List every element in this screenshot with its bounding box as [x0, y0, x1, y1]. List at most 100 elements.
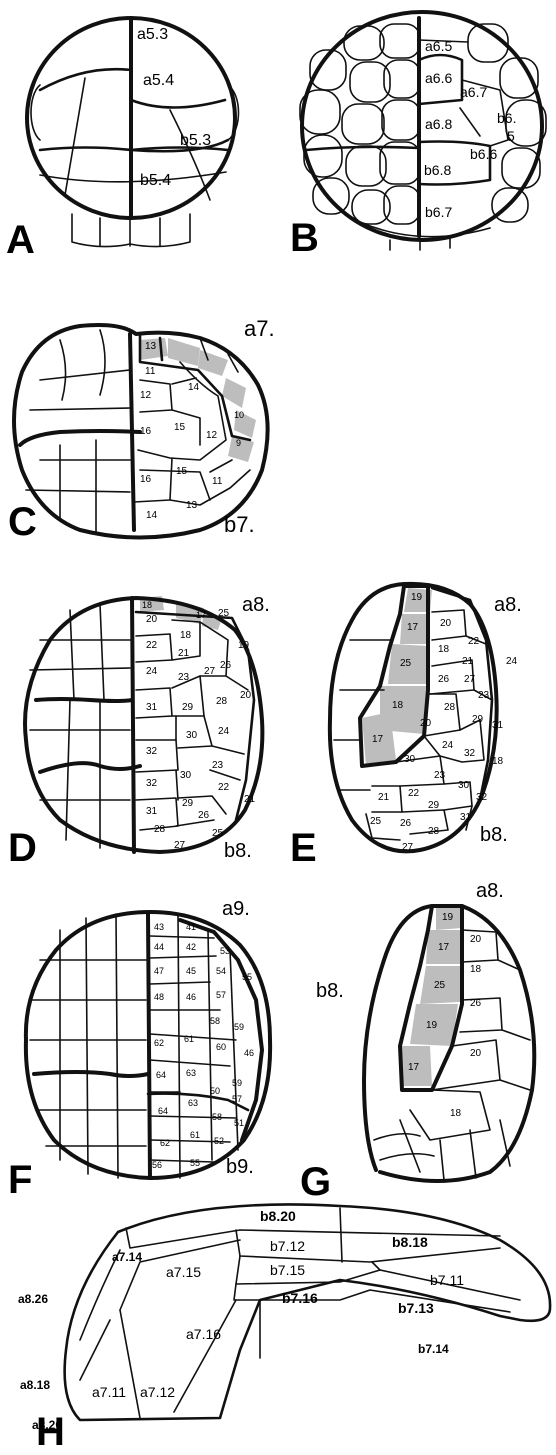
cell-label: 27: [464, 674, 475, 685]
cell-label: a7.16: [186, 1326, 221, 1342]
prefix-label: b8.: [480, 824, 508, 847]
cell-label: 32: [146, 746, 157, 757]
cell-label: 25: [400, 658, 411, 669]
cell-label: 30: [458, 780, 469, 791]
cell-label: 12: [206, 430, 217, 441]
cell-label: b6.6: [470, 146, 497, 162]
cell-label: 19: [442, 912, 453, 923]
cell-label: 29: [472, 714, 483, 725]
cell-label: 17: [407, 622, 418, 633]
cell-label: a7.12: [140, 1384, 175, 1400]
cell-label: 20: [440, 618, 451, 629]
cell-label: 58: [212, 1112, 222, 1122]
cell-label: 17: [372, 734, 383, 745]
cell-label: a7.11: [92, 1384, 126, 1400]
panel-letter: G: [300, 1160, 331, 1205]
cell-label: 22: [218, 782, 229, 793]
cell-label: 51: [234, 1118, 244, 1128]
cell-label: 26: [470, 998, 481, 1009]
cell-label: 47: [154, 966, 164, 976]
cell-label: 31: [146, 806, 157, 817]
cell-label: 61: [190, 1130, 200, 1140]
cell-label: b5.3: [180, 132, 211, 150]
cell-label: 27: [204, 666, 215, 677]
cell-label: 64: [156, 1070, 166, 1080]
cell-label: b7.11: [430, 1272, 464, 1288]
prefix-label: a7.: [244, 316, 275, 342]
cell-label: 60: [216, 1042, 226, 1052]
cell-label: 50: [210, 1086, 220, 1096]
cell-label: 26: [220, 660, 231, 671]
cell-label: 62: [154, 1038, 164, 1048]
cell-label: 48: [154, 992, 164, 1002]
panel-f-embryo: [26, 912, 270, 1178]
cell-label: 63: [186, 1068, 196, 1078]
cell-label: a6.5: [425, 38, 452, 54]
cell-label: 59: [232, 1078, 242, 1088]
cell-label: 32: [464, 748, 475, 759]
cell-label: b6.8: [424, 162, 451, 178]
panel-letter: H: [36, 1410, 65, 1455]
cell-label: 28: [444, 702, 455, 713]
cell-label: 61: [184, 1034, 194, 1044]
cell-label: 25: [370, 816, 381, 827]
cell-label: 64: [158, 1106, 168, 1116]
cell-label: 26: [198, 810, 209, 821]
cell-label: b7.13: [398, 1300, 434, 1316]
cell-label: 20: [470, 934, 481, 945]
cell-label: 46: [186, 992, 196, 1002]
cell-label: 18: [492, 756, 503, 767]
panel-letter: C: [8, 500, 37, 545]
cell-label: a8.18: [20, 1378, 50, 1392]
cell-label: b5.4: [140, 172, 171, 190]
cell-label: 25: [212, 828, 223, 839]
prefix-label: b8.: [224, 840, 252, 863]
prefix-label: b8.: [316, 980, 344, 1003]
cell-label: 43: [154, 922, 164, 932]
cell-label: 30: [186, 730, 197, 741]
cell-label: 13: [145, 341, 156, 352]
cell-label: 17: [196, 610, 206, 620]
prefix-label: a8.: [242, 594, 270, 617]
panel-g-embryo: [364, 906, 534, 1181]
cell-label: 57: [216, 990, 226, 1000]
cell-label: 14: [146, 510, 157, 521]
panel-letter: F: [8, 1158, 32, 1203]
cell-label: 45: [186, 966, 196, 976]
panel-letter: B: [290, 216, 319, 261]
cell-label: 16: [140, 474, 151, 485]
cell-label: 44: [154, 942, 164, 952]
cell-label: 28: [428, 826, 439, 837]
cell-label: 23: [478, 690, 489, 701]
cell-label: 25: [218, 608, 229, 619]
panel-d-embryo: [25, 596, 262, 852]
cell-label: a7.14: [112, 1250, 142, 1264]
cell-label: 20: [146, 614, 157, 625]
cell-label: 21: [462, 656, 473, 667]
cell-label: 27: [174, 840, 185, 851]
cell-label: b7.16: [282, 1290, 318, 1306]
cell-label: 59: [234, 1022, 244, 1032]
cell-label: 22: [146, 640, 157, 651]
cell-label: 55: [242, 972, 252, 982]
cell-label: 16: [140, 426, 151, 437]
cell-label: b6.: [497, 110, 516, 126]
cell-label: 18: [180, 630, 191, 641]
panel-letter: D: [8, 826, 37, 871]
cell-label: a7.15: [166, 1264, 201, 1280]
cell-label: b7.14: [418, 1342, 449, 1356]
prefix-label: a9.: [222, 898, 250, 921]
cell-label: 29: [182, 798, 193, 809]
cell-label: 29: [428, 800, 439, 811]
cell-label: 30: [180, 770, 191, 781]
cell-label: 21: [178, 648, 189, 659]
cell-label: 30: [404, 754, 415, 765]
cell-label: 31: [146, 702, 157, 713]
cell-label: 17: [438, 942, 449, 953]
cell-label: b7.15: [270, 1262, 305, 1278]
cell-label: 31: [460, 812, 471, 823]
cell-label: 26: [438, 674, 449, 685]
cell-label: a5.4: [143, 72, 174, 90]
cell-label: 13: [186, 500, 197, 511]
